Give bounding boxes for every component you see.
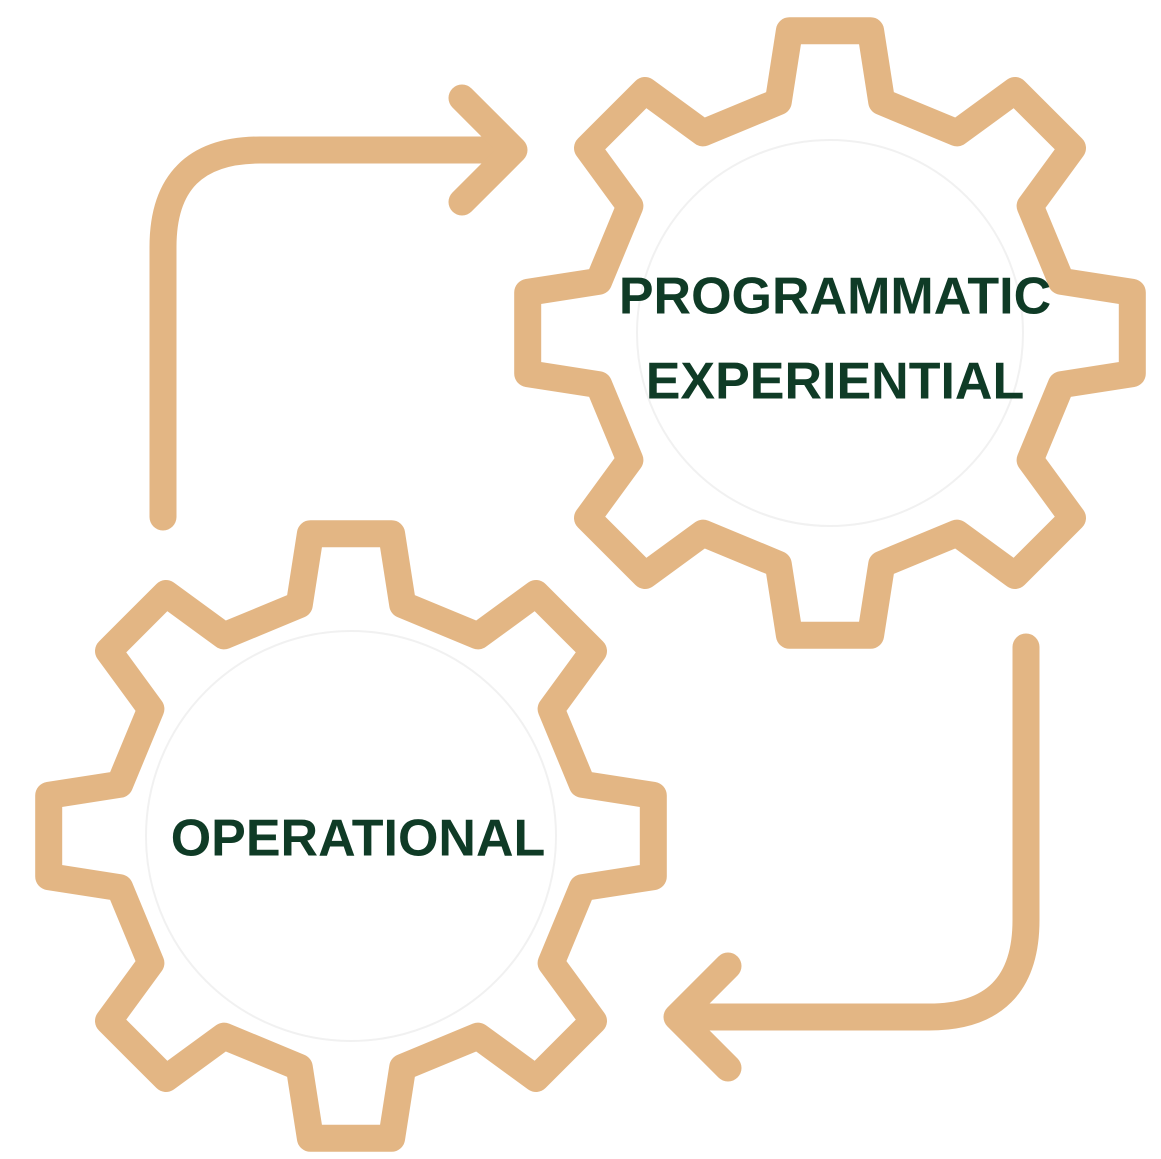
gear-programmatic-label-line2: EXPERIENTIAL bbox=[646, 353, 1025, 411]
gear-programmatic-label-line1: PROGRAMMATIC bbox=[619, 268, 1051, 326]
gear-programmatic-outline bbox=[514, 17, 1146, 649]
arrow-top-right bbox=[149, 84, 528, 531]
arrow-bottom-head bbox=[663, 952, 742, 1082]
arrow-bottom-left bbox=[663, 633, 1040, 1082]
gear-operational-hub bbox=[145, 630, 557, 1042]
gear-programmatic: PROGRAMMATIC EXPERIENTIAL bbox=[514, 17, 1146, 649]
arrow-bottom-shaft bbox=[666, 633, 1040, 1031]
gear-operational: OPERATIONAL bbox=[35, 520, 667, 1152]
gear-programmatic-hub bbox=[636, 139, 1024, 527]
arrow-top-shaft bbox=[149, 136, 526, 531]
gear-operational-label: OPERATIONAL bbox=[171, 810, 546, 868]
arrow-top-head bbox=[448, 84, 528, 216]
gear-operational-outline bbox=[35, 520, 667, 1152]
